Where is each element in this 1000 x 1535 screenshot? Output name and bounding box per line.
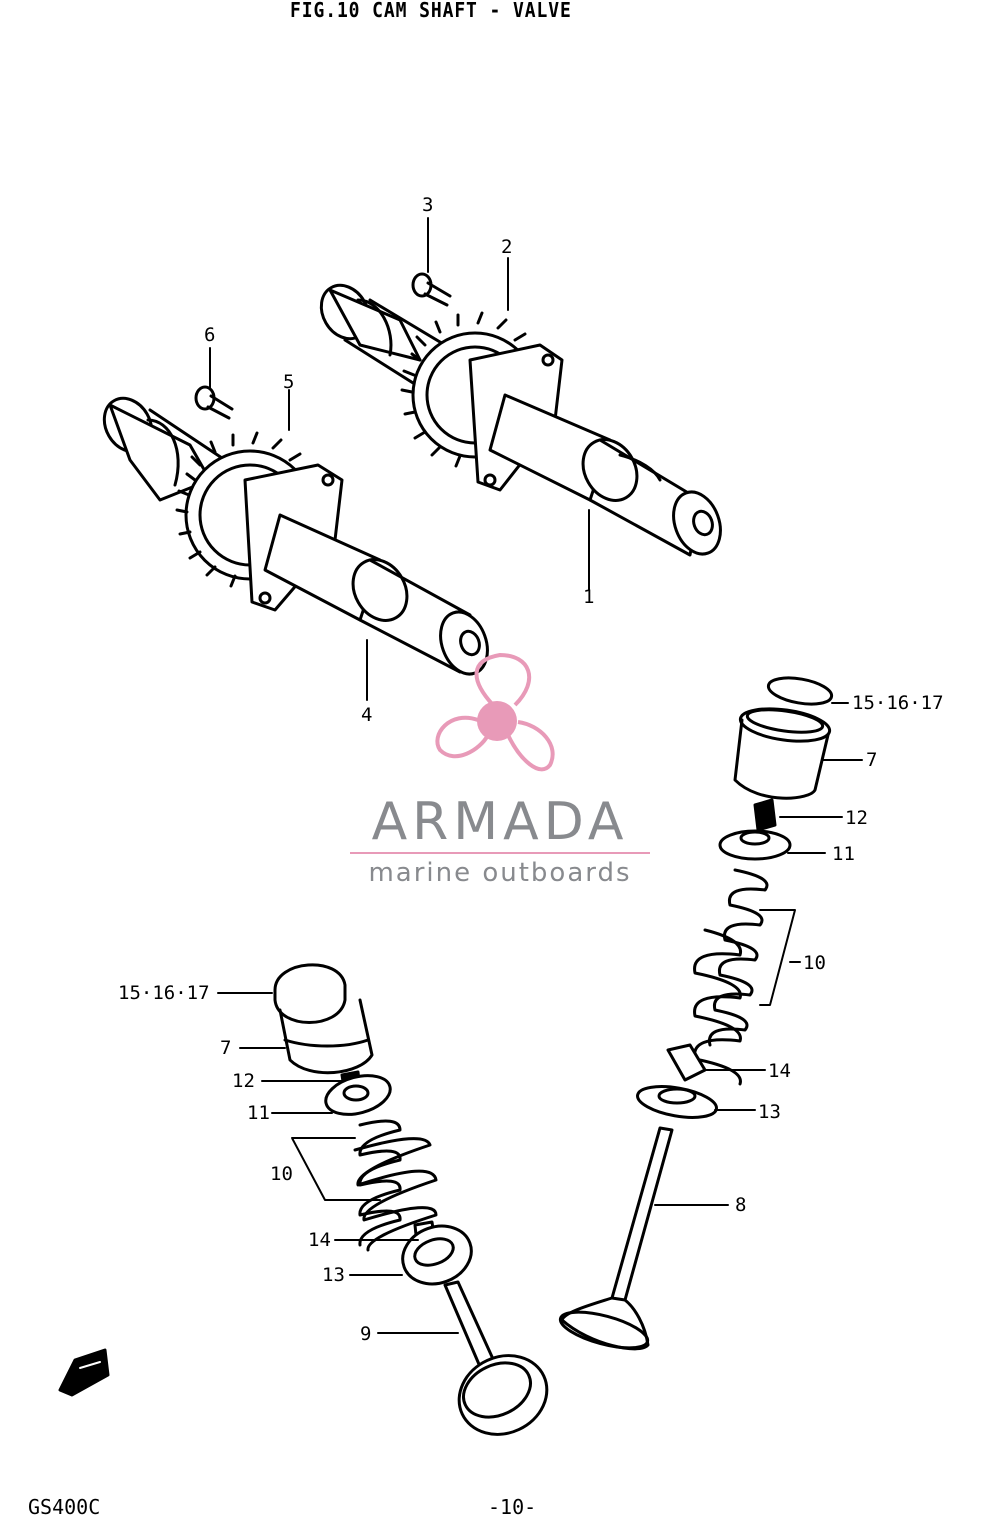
valve-assembly-right — [558, 676, 834, 1351]
callout-4: 4 — [361, 704, 373, 726]
callout-8: 8 — [735, 1194, 747, 1216]
callout-13-left: 13 — [322, 1264, 345, 1286]
callout-5: 5 — [283, 371, 295, 393]
callout-15-16-17-left: 15·16·17 — [118, 982, 210, 1004]
propeller-logo — [435, 652, 555, 772]
callout-3: 3 — [422, 194, 434, 216]
camshaft-lower — [102, 396, 489, 676]
callout-15-16-17-right: 15·16·17 — [852, 692, 944, 714]
callout-13-right: 13 — [758, 1101, 781, 1123]
callout-14-right: 14 — [768, 1060, 791, 1082]
callout-10-right: 10 — [803, 952, 826, 974]
leader-lines — [209, 217, 863, 1334]
watermark-tagline: marine outboards — [368, 858, 632, 888]
sprocket-bolts — [194, 272, 452, 420]
valve-assembly-left — [273, 963, 549, 1436]
front-direction-arrow-icon — [58, 1348, 110, 1397]
callout-12-left: 12 — [232, 1070, 255, 1092]
watermark-brand-name: ARMADA — [371, 792, 629, 852]
callout-1: 1 — [583, 586, 595, 608]
callout-10-left: 10 — [270, 1163, 293, 1185]
page-number: -10- — [488, 1495, 537, 1519]
watermark-divider — [350, 852, 650, 854]
callout-12-right: 12 — [845, 807, 868, 829]
callout-9: 9 — [360, 1323, 372, 1345]
callout-11-right: 11 — [832, 843, 855, 865]
model-code: GS400C — [28, 1495, 101, 1519]
callout-2: 2 — [501, 236, 513, 258]
callout-7-right: 7 — [866, 749, 878, 771]
callout-6: 6 — [204, 324, 216, 346]
camshaft-upper — [319, 283, 722, 557]
figure-title: FIG.10 CAM SHAFT - VALVE — [290, 0, 572, 22]
callout-14-left: 14 — [308, 1229, 331, 1251]
callout-11-left: 11 — [247, 1102, 270, 1124]
callout-7-left: 7 — [220, 1037, 232, 1059]
